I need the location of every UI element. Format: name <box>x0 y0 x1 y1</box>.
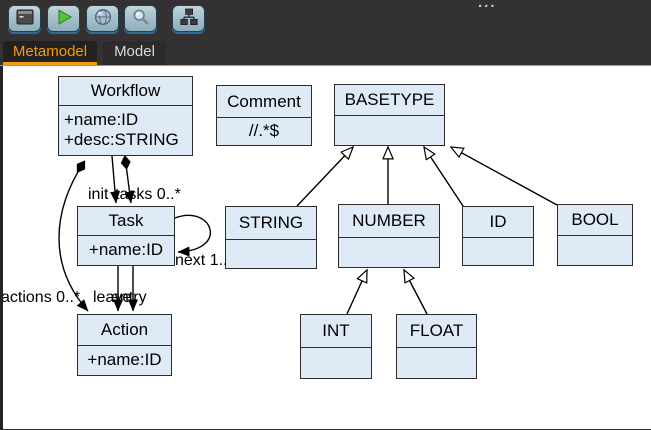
class-box-workflow[interactable]: Workflow+name:ID+desc:STRING <box>58 76 193 156</box>
leave-label: leave <box>93 289 132 306</box>
class-title-task: Task <box>78 207 174 236</box>
class-attributes-action: +name:ID <box>78 346 171 374</box>
search-button[interactable] <box>124 5 157 32</box>
class-title-id: ID <box>463 207 533 238</box>
edge-string-basetype <box>296 147 353 207</box>
edge-tasks <box>120 155 135 204</box>
class-title-basetype: BASETYPE <box>335 85 444 116</box>
class-box-string[interactable]: STRING <box>225 206 317 269</box>
edge-next <box>174 214 211 257</box>
globe-icon <box>94 8 112 29</box>
tab-model-label: Model <box>114 43 155 60</box>
class-title-int: INT <box>301 315 371 348</box>
tasks-label: tasks 0..* <box>115 186 181 203</box>
diagram-edges-layer <box>58 66 558 315</box>
edge-float-number <box>404 270 428 315</box>
tab-metamodel-label: Metamodel <box>12 43 88 60</box>
structure-button[interactable] <box>172 5 205 32</box>
edge-id-basetype <box>424 147 464 207</box>
init-label: init <box>88 186 109 203</box>
edge-init <box>110 155 121 204</box>
play-icon <box>55 8 73 29</box>
class-attributes-id <box>463 238 533 264</box>
class-title-bool: BOOL <box>558 205 632 236</box>
class-box-action[interactable]: Action +name:ID <box>77 314 172 376</box>
class-box-task[interactable]: Task +name:ID <box>77 206 175 266</box>
edge-bool-basetype <box>451 147 558 206</box>
edge-actions <box>58 160 89 312</box>
class-attributes-bool <box>558 236 632 264</box>
edge-int-number <box>346 270 367 315</box>
canvas-left-edge <box>0 66 3 430</box>
class-box-basetype[interactable]: BASETYPE <box>334 84 445 146</box>
class-box-bool[interactable]: BOOL <box>557 204 633 266</box>
actions-label: actions 0..* <box>1 289 81 306</box>
run-button[interactable] <box>47 5 80 32</box>
class-attributes-number <box>339 238 439 266</box>
class-box-number[interactable]: NUMBER <box>338 204 440 268</box>
tab-metamodel[interactable]: Metamodel <box>3 41 97 65</box>
web-button[interactable] <box>86 5 119 32</box>
window-overflow-text: ... <box>478 0 497 11</box>
class-attributes-int <box>301 348 371 377</box>
terminal-icon <box>16 9 34 28</box>
tab-model[interactable]: Model <box>103 41 166 65</box>
class-attribute: +name:ID <box>88 240 164 260</box>
class-title-float: FLOAT <box>397 315 476 348</box>
class-attribute: +name:ID <box>64 110 139 130</box>
class-attribute: +desc:STRING <box>64 130 179 149</box>
terminal-button[interactable] <box>8 5 41 32</box>
class-title-action: Action <box>78 315 171 346</box>
class-box-int[interactable]: INT <box>300 314 372 379</box>
class-title-comment: Comment <box>217 86 311 118</box>
next-label: next 1.. <box>175 252 228 269</box>
toolbar: ... <box>0 0 651 40</box>
class-attributes-workflow: +name:ID+desc:STRING <box>59 106 192 154</box>
class-title-number: NUMBER <box>339 205 439 238</box>
class-attributes-basetype <box>335 116 444 144</box>
class-attribute: //.*$ <box>248 121 280 141</box>
class-box-float[interactable]: FLOAT <box>396 314 477 379</box>
class-box-id[interactable]: ID <box>462 206 534 266</box>
entry-label: entry <box>111 289 147 306</box>
class-box-comment[interactable]: Comment //.*$ <box>216 85 312 146</box>
class-title-string: STRING <box>226 207 316 240</box>
magnifier-icon <box>132 8 150 29</box>
class-attribute: +name:ID <box>87 350 162 370</box>
class-attributes-float <box>397 348 476 377</box>
class-attributes-string <box>226 240 316 267</box>
class-attributes-task: +name:ID <box>78 236 174 264</box>
sitemap-icon <box>179 8 198 29</box>
class-title-workflow: Workflow <box>59 77 192 106</box>
class-attributes-comment: //.*$ <box>217 118 311 144</box>
